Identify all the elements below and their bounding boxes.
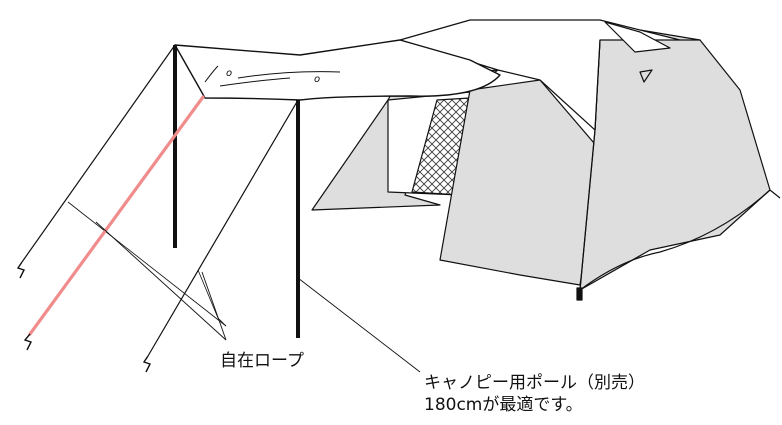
- stake-2: [23, 333, 32, 351]
- canopy-wrinkle-3: [237, 71, 341, 79]
- callout-pole: [297, 277, 421, 373]
- canopy-wrinkle-1: [204, 65, 219, 83]
- canopy: o o: [174, 39, 501, 101]
- rope-left-outer: [21, 44, 176, 263]
- callout-rope-b: [95, 221, 227, 341]
- canopy-wrinkle-2: [219, 77, 291, 87]
- callouts: [95, 221, 421, 373]
- rope-mid-thin: [67, 201, 227, 327]
- rope-label: 自在ロープ: [220, 351, 304, 371]
- canopy-mark-1: o: [226, 68, 232, 79]
- pole-label-line2: 180cmが最適です。: [424, 395, 583, 415]
- rope-highlight: [28, 95, 205, 336]
- pole-label-line1: キャノピー用ポール（別売）: [424, 373, 645, 393]
- guy-ropes: [21, 44, 299, 357]
- tent-right-panel: [579, 29, 771, 291]
- canopy-sheet: [174, 39, 501, 101]
- tent-seam-2: [579, 129, 596, 291]
- tent-skirt: [579, 189, 781, 291]
- callout-rope-a: [201, 271, 227, 341]
- tent-seam-1: [594, 39, 601, 131]
- tent-body: [311, 19, 781, 301]
- tent-ridge-triangle: [604, 21, 671, 53]
- stake-1: [16, 261, 25, 279]
- canopy-mark-2: o: [314, 74, 320, 85]
- tent-stake-mark: [576, 287, 583, 301]
- rope-right: [147, 99, 299, 357]
- rope-tensioner: [197, 269, 227, 327]
- stake-pegs: [16, 261, 151, 373]
- stake-3: [142, 355, 151, 373]
- canopy-poles: [173, 45, 300, 338]
- tent-vent-mark: [639, 69, 653, 83]
